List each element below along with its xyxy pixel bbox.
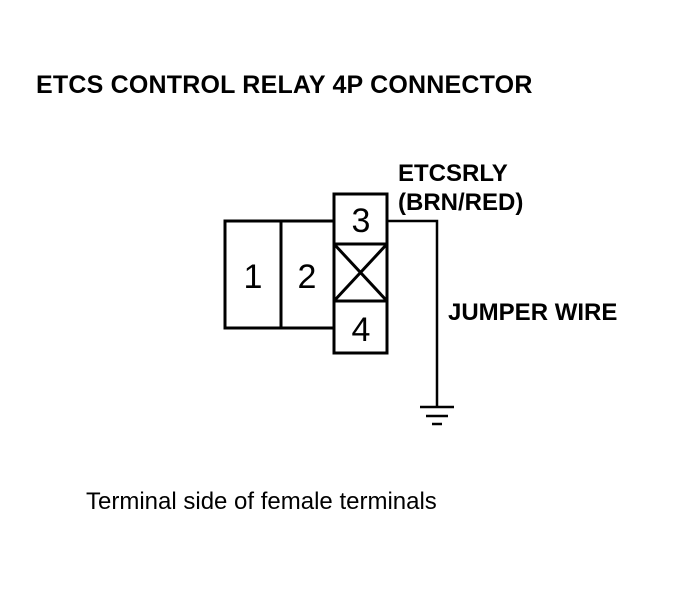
terminal-1-label: 1: [244, 258, 263, 296]
diagram-title: ETCS CONTROL RELAY 4P CONNECTOR: [36, 71, 533, 99]
diagram-caption: Terminal side of female terminals: [86, 488, 437, 515]
terminal-4-label: 4: [352, 311, 371, 349]
terminal-2-label: 2: [298, 258, 317, 296]
wire-name-label: ETCSRLY: [398, 160, 508, 187]
wire-color-label: (BRN/RED): [398, 189, 523, 216]
terminal-3-label: 3: [352, 202, 371, 240]
unused-cavity-cross-b: [332, 242, 389, 303]
ground-icon: [420, 405, 454, 426]
jumper-wire: [387, 219, 439, 407]
connector-4p: [223, 192, 389, 355]
terminal-4-cavity: [332, 299, 389, 355]
jumper-wire-label: JUMPER WIRE: [448, 299, 617, 326]
